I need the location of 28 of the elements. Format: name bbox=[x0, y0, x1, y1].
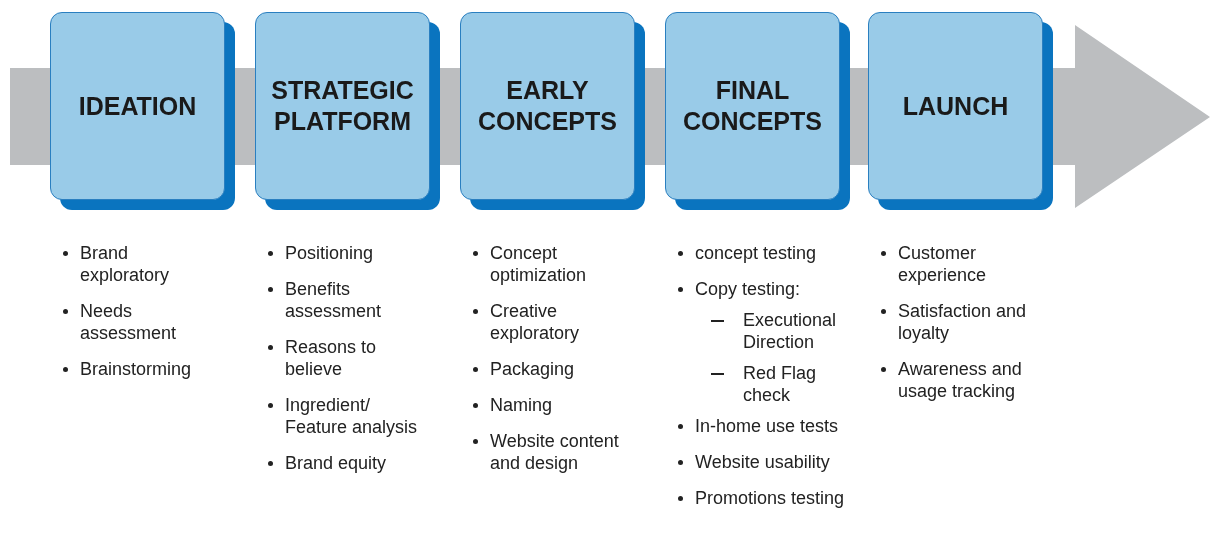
list-item-text: Copy testing: bbox=[695, 278, 802, 300]
list-item-text: Concept optimization bbox=[490, 242, 588, 286]
list-item-text: Red Flag check bbox=[743, 362, 818, 406]
list-item-text: Reasons to believe bbox=[285, 336, 378, 380]
list-item-text: Creative exploratory bbox=[490, 300, 581, 344]
list-item-text: Benefits assessment bbox=[285, 278, 383, 322]
stage-title: EARLY CONCEPTS bbox=[477, 75, 618, 137]
list-item-text: Website content and design bbox=[490, 430, 620, 474]
list-item-text: Customer experience bbox=[898, 242, 988, 286]
list-item-text: Executional Direction bbox=[743, 309, 838, 353]
list-item-text: Positioning bbox=[285, 242, 375, 264]
list-item-text: Brainstorming bbox=[80, 358, 193, 380]
list-item-text: Needs assessment bbox=[80, 300, 178, 344]
stage-title: LAUNCH bbox=[901, 90, 1010, 122]
list-item-text: concept testing bbox=[695, 242, 818, 264]
list-item-text: Satisfaction and loyalty bbox=[898, 300, 1028, 344]
stage-title: IDEATION bbox=[77, 90, 198, 122]
stage-title: STRATEGIC PLATFORM bbox=[270, 75, 415, 137]
list-item-text: Ingredient/ Feature analysis bbox=[285, 394, 419, 438]
list-item-text: Website usability bbox=[695, 451, 831, 473]
list-item-text: Naming bbox=[490, 394, 554, 416]
list-item-text: Brand equity bbox=[285, 452, 388, 474]
list-item-text: Awareness and usage tracking bbox=[898, 358, 1023, 402]
list-item-text: In-home use tests bbox=[695, 415, 840, 437]
stage-title: FINAL CONCEPTS bbox=[682, 75, 823, 137]
list-item-text: Packaging bbox=[490, 358, 576, 380]
list-item-text: Promotions testing bbox=[695, 487, 846, 509]
list-item-text: Brand exploratory bbox=[80, 242, 171, 286]
